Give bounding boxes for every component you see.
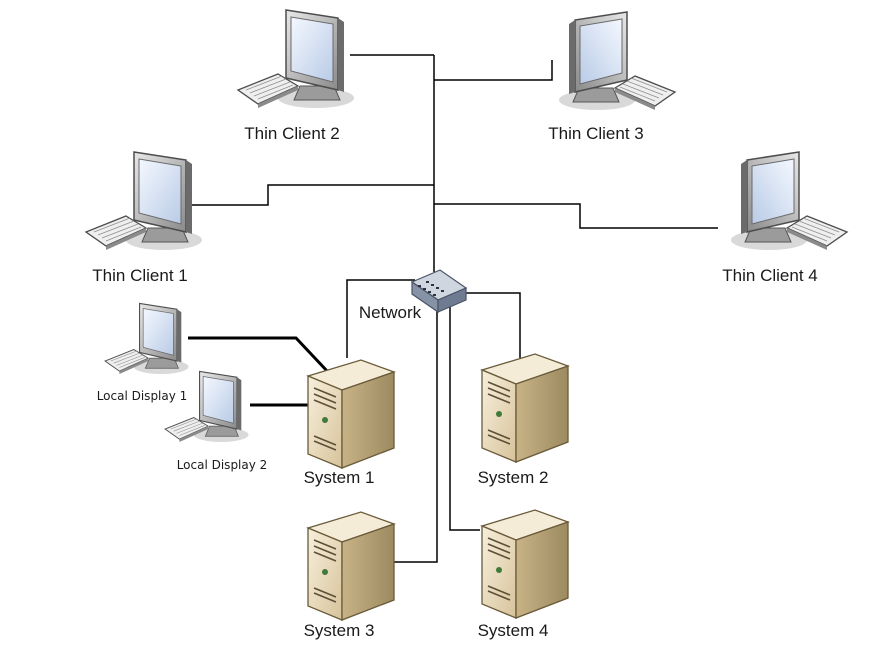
network-label: Network: [358, 303, 422, 322]
link-system-4: [449, 305, 480, 531]
link-thin-client-4: [434, 203, 718, 229]
local-display-2-computer-icon: [164, 370, 250, 443]
local-display-2-label: Local Display 2: [176, 458, 268, 472]
link-thin-client-3: [434, 60, 553, 81]
local-connections: [188, 336, 330, 407]
system-2-label: System 2: [477, 468, 549, 487]
network-switch-icon: [410, 269, 468, 314]
system-2-server-icon: [481, 353, 569, 463]
system-4-server-icon: [481, 509, 569, 619]
connections: [188, 54, 718, 563]
thin-client-1-label: Thin Client 1: [92, 266, 188, 285]
link-system-3: [388, 305, 438, 563]
thin-client-1-computer-icon: [85, 151, 203, 251]
system-1-server-icon: [307, 359, 395, 469]
link-local-display-1: [188, 336, 330, 374]
system-4-label: System 4: [477, 621, 549, 640]
thin-client-3-computer-icon: [558, 11, 676, 111]
thin-client-2-computer-icon: [237, 9, 355, 109]
system-1-label: System 1: [303, 468, 375, 487]
link-system-2: [462, 292, 521, 358]
local-display-1-computer-icon: [104, 302, 190, 375]
thin-client-4-label: Thin Client 4: [722, 266, 818, 285]
thin-client-3-label: Thin Client 3: [548, 124, 644, 143]
link-thin-client-1: [188, 184, 434, 206]
thin-client-2-label: Thin Client 2: [244, 124, 340, 143]
link-system-1: [346, 279, 415, 358]
local-display-1-label: Local Display 1: [96, 389, 188, 403]
system-3-server-icon: [307, 511, 395, 621]
system-3-label: System 3: [303, 621, 375, 640]
thin-client-4-computer-icon: [730, 151, 848, 251]
